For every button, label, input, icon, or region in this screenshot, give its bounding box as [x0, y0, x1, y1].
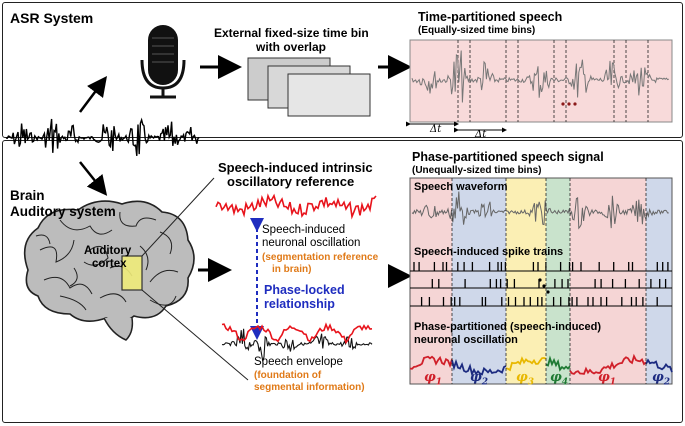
brain-title-1: Brain [10, 188, 45, 203]
neuronal-osc-2: neuronal oscillation [262, 237, 361, 249]
neuronal-osc-1: Speech-induced [262, 224, 346, 236]
osc-ref-2: oscillatory reference [227, 174, 355, 189]
brain-title-2: Auditory system [10, 204, 116, 219]
cortex-label-2: cortex [92, 258, 127, 270]
zoom-line-bottom [141, 289, 249, 381]
osc-label-1: Phase-partitioned (speech-induced) [414, 321, 602, 333]
time-part-title: Time-partitioned speech [418, 10, 563, 24]
phase-label-6: φ2 [652, 370, 671, 388]
asr-panel [2, 2, 683, 138]
seg-ref-1: (segmentation reference [262, 252, 379, 263]
phase-label-5: φ1 [598, 370, 617, 388]
foundation-2: segmental information) [254, 382, 365, 393]
phase-part-title: Phase-partitioned speech signal [412, 150, 604, 164]
delta-t-1: Δt [430, 124, 442, 135]
cortex-label-1: Auditory [84, 245, 132, 257]
brain-panel [2, 140, 683, 423]
phase-label-4: φ4 [550, 370, 569, 388]
phase-locked-2: relationship [264, 297, 335, 311]
phase-part-sub: (Unequally-sized time bins) [412, 165, 542, 176]
osc-label-2: neuronal oscillation [414, 334, 518, 346]
foundation-1: (foundation of [254, 370, 322, 381]
bin-label-2: with overlap [256, 40, 327, 54]
arrow-wave-to-asr [79, 76, 107, 113]
arrow-wave-to-brain [79, 161, 108, 196]
phase-label-2: φ2 [470, 370, 489, 388]
osc-ref-1: Speech-induced intrinsic [218, 160, 373, 175]
asr-title: ASR System [10, 10, 94, 26]
seg-ref-2: in brain) [272, 264, 312, 275]
phase-label-1: φ1 [424, 370, 443, 388]
delta-t-2: Δt [475, 129, 487, 140]
envelope-label: Speech envelope [254, 356, 343, 368]
overlapping-bins-icon [247, 57, 371, 117]
time-part-sub: (Equally-sized time bins) [418, 25, 536, 36]
zoom-line-top [141, 177, 215, 257]
spikes-label: Speech-induced spike trains [414, 246, 564, 258]
phase-label-3: φ3 [516, 370, 535, 388]
microphone-icon [140, 25, 186, 99]
brain-icon [23, 200, 195, 341]
phase-locked-1: Phase-locked [264, 283, 345, 297]
bin-label-1: External fixed-size time bin [214, 26, 369, 40]
waveform-label: Speech waveform [414, 181, 508, 193]
